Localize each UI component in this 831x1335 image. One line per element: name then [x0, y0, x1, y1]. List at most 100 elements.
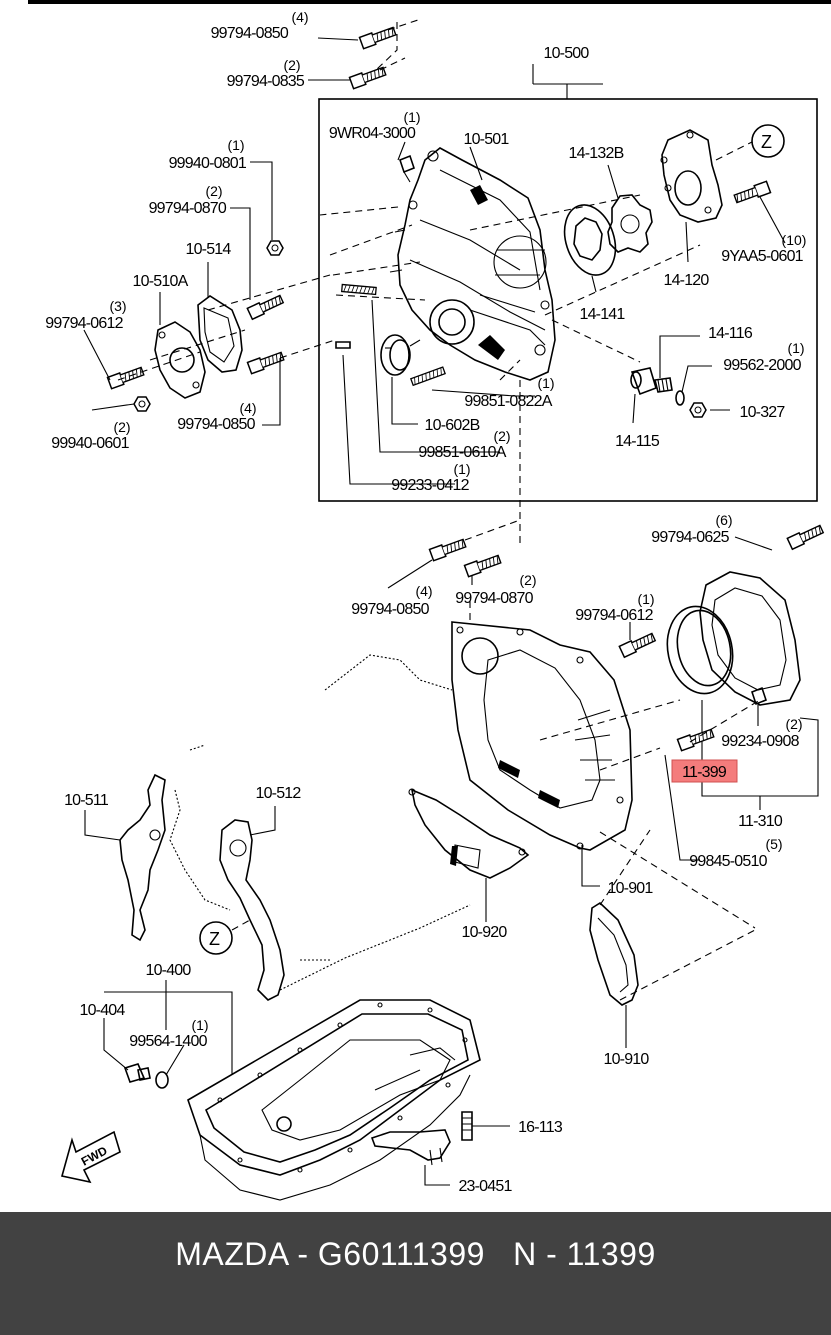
- drain-plug-10-404: [123, 1063, 151, 1083]
- plug-9wr04-3000: [399, 154, 415, 183]
- oil-pan-10-400: [187, 999, 481, 1201]
- callout-label-99851-0822a: 99851-0822A: [464, 393, 552, 410]
- callout-label-99234-0908: 99234-0908: [721, 733, 799, 750]
- callout-label-99794-0870: 99794-0870: [149, 200, 227, 217]
- callout-label-99794-0612: 99794-0612: [575, 607, 653, 624]
- nut-99940-0601: [133, 396, 151, 412]
- callout-qty-99794-0625: (6): [715, 512, 732, 528]
- callout-label-99794-0625: 99794-0625: [651, 529, 729, 546]
- bolt-99845-0510: [676, 726, 716, 752]
- callout-qty-99794-0835: (2): [283, 57, 300, 73]
- callout-label-99940-0801: 99940-0801: [169, 155, 247, 172]
- bolt-99794-0870-left: [246, 292, 285, 320]
- callout-label-99794-0850: 99794-0850: [177, 416, 255, 433]
- callout-label-11-399: 11-399: [682, 764, 727, 781]
- rear-plate-10-901: [451, 621, 633, 851]
- callout-label-10-920: 10-920: [461, 924, 507, 941]
- callout-label-10-602b: 10-602B: [425, 417, 480, 434]
- assembly-box-10-500: [318, 98, 818, 502]
- callout-label-10-901: 10-901: [607, 880, 653, 897]
- callout-label-99940-0601: 99940-0601: [51, 435, 129, 452]
- callout-label-14-132b: 14-132B: [569, 145, 624, 162]
- callout-qty-99562-2000: (1): [787, 340, 804, 356]
- callout-label-14-141: 14-141: [579, 306, 625, 323]
- bolt-99794-0870-mid: [463, 552, 503, 578]
- screw-9yaa5-0601: [732, 180, 772, 206]
- pin-99233-0412: [335, 341, 351, 349]
- callout-qty-99794-0850: (4): [291, 9, 308, 25]
- oil-level-sensor-16-113: [461, 1111, 473, 1141]
- callout-label-99794-0870: 99794-0870: [455, 590, 533, 607]
- inner-rotor-14-132b: [607, 194, 653, 253]
- nut-99940-0801: [266, 240, 284, 256]
- callout-qty-99851-0610a: (2): [493, 428, 510, 444]
- callout-qty-99794-0612: (3): [109, 298, 126, 314]
- dowel-99234-0908: [751, 686, 767, 706]
- callout-qty-99234-0908: (2): [785, 716, 802, 732]
- callout-qty-99233-0412: (1): [453, 461, 470, 477]
- cover-plate-10-910: [589, 901, 639, 1006]
- callout-label-99564-1400: 99564-1400: [129, 1033, 207, 1050]
- view-marker-circle-bottom: [199, 921, 233, 955]
- oil-seal-10-602b: [380, 334, 411, 376]
- washer-99564-1400: [155, 1071, 169, 1089]
- view-marker-z-top: Z: [761, 132, 772, 152]
- callout-label-23-0451: 23-0451: [458, 1178, 512, 1195]
- oil-seal-ring-11-399: [666, 605, 734, 695]
- bolt-99794-0850-mid: [428, 536, 468, 562]
- callout-qty-99794-0870: (2): [519, 572, 536, 588]
- callout-label-99794-0835: 99794-0835: [227, 73, 305, 90]
- callout-qty-99794-0850: (4): [239, 400, 256, 416]
- callout-label-10-511: 10-511: [64, 792, 109, 809]
- callout-label-10-510a: 10-510A: [133, 273, 189, 290]
- callout-qty-9wr04-3000: (1): [403, 109, 420, 125]
- callout-label-11-310: 11-310: [738, 813, 783, 830]
- callout-qty-9yaa5-0601: (10): [782, 232, 807, 248]
- bolt-99794-0625: [786, 522, 825, 550]
- plug-nut-10-327: [689, 402, 707, 418]
- callout-label-99233-0412: 99233-0412: [391, 477, 469, 494]
- callout-qty-99794-0870: (2): [205, 183, 222, 199]
- gasket-10-512: [219, 819, 285, 1001]
- callout-label-9wr04-3000: 9WR04-3000: [329, 125, 416, 142]
- callout-label-99794-0612: 99794-0612: [45, 315, 123, 332]
- seal-housing-11-310: [699, 571, 801, 706]
- callout-label-10-514: 10-514: [185, 241, 231, 258]
- callout-label-99794-0850: 99794-0850: [351, 601, 429, 618]
- callout-label-99845-0510: 99845-0510: [689, 853, 767, 870]
- callout-qty-99940-0601: (2): [113, 419, 130, 435]
- callout-label-10-500: 10-500: [543, 45, 589, 62]
- view-marker-z-bottom: Z: [209, 929, 220, 949]
- stud-99851-0822a: [410, 366, 446, 386]
- callout-label-99794-0850: 99794-0850: [211, 25, 289, 42]
- cover-10-510a: [154, 321, 206, 399]
- oil-strainer-23-0451: [370, 1129, 451, 1166]
- relief-valve-parts: [630, 367, 685, 406]
- bolt-99794-0850-left: [246, 349, 286, 375]
- oil-pump-cover-14-120: [660, 129, 723, 223]
- outer-rotor-14-141: [563, 204, 617, 276]
- baffle-10-920: [408, 788, 530, 879]
- parts-diagram: Z: [45, 9, 825, 1201]
- callout-qty-99845-0510: (5): [765, 836, 782, 852]
- callout-label-16-113: 16-113: [518, 1119, 563, 1136]
- callout-qty-99851-0822a: (1): [537, 375, 554, 391]
- callout-qty-99564-1400: (1): [191, 1017, 208, 1033]
- footer-bar: MAZDA - G60111399 N - 11399: [0, 1212, 831, 1335]
- highlight-box-11-399: [671, 759, 738, 783]
- stud-99851-0610a: [341, 283, 377, 296]
- callout-label-10-327: 10-327: [739, 404, 785, 421]
- callout-label-10-512: 10-512: [255, 785, 301, 802]
- forward-direction-arrow: FWD: [61, 1130, 121, 1184]
- callout-label-9yaa5-0601: 9YAA5-0601: [721, 248, 803, 265]
- callout-label-14-115: 14-115: [615, 433, 660, 450]
- callout-label-10-910: 10-910: [603, 1051, 649, 1068]
- top-border-line: [28, 0, 831, 4]
- callout-label-10-501: 10-501: [463, 131, 509, 148]
- callout-label-10-404: 10-404: [79, 1002, 125, 1019]
- callout-label-99562-2000: 99562-2000: [723, 357, 801, 374]
- callout-qty-99794-0612: (1): [637, 591, 654, 607]
- callout-qty-99940-0801: (1): [227, 137, 244, 153]
- callout-label-99851-0610a: 99851-0610A: [418, 444, 506, 461]
- part-number-caption: MAZDA - G60111399 N - 11399: [175, 1236, 656, 1272]
